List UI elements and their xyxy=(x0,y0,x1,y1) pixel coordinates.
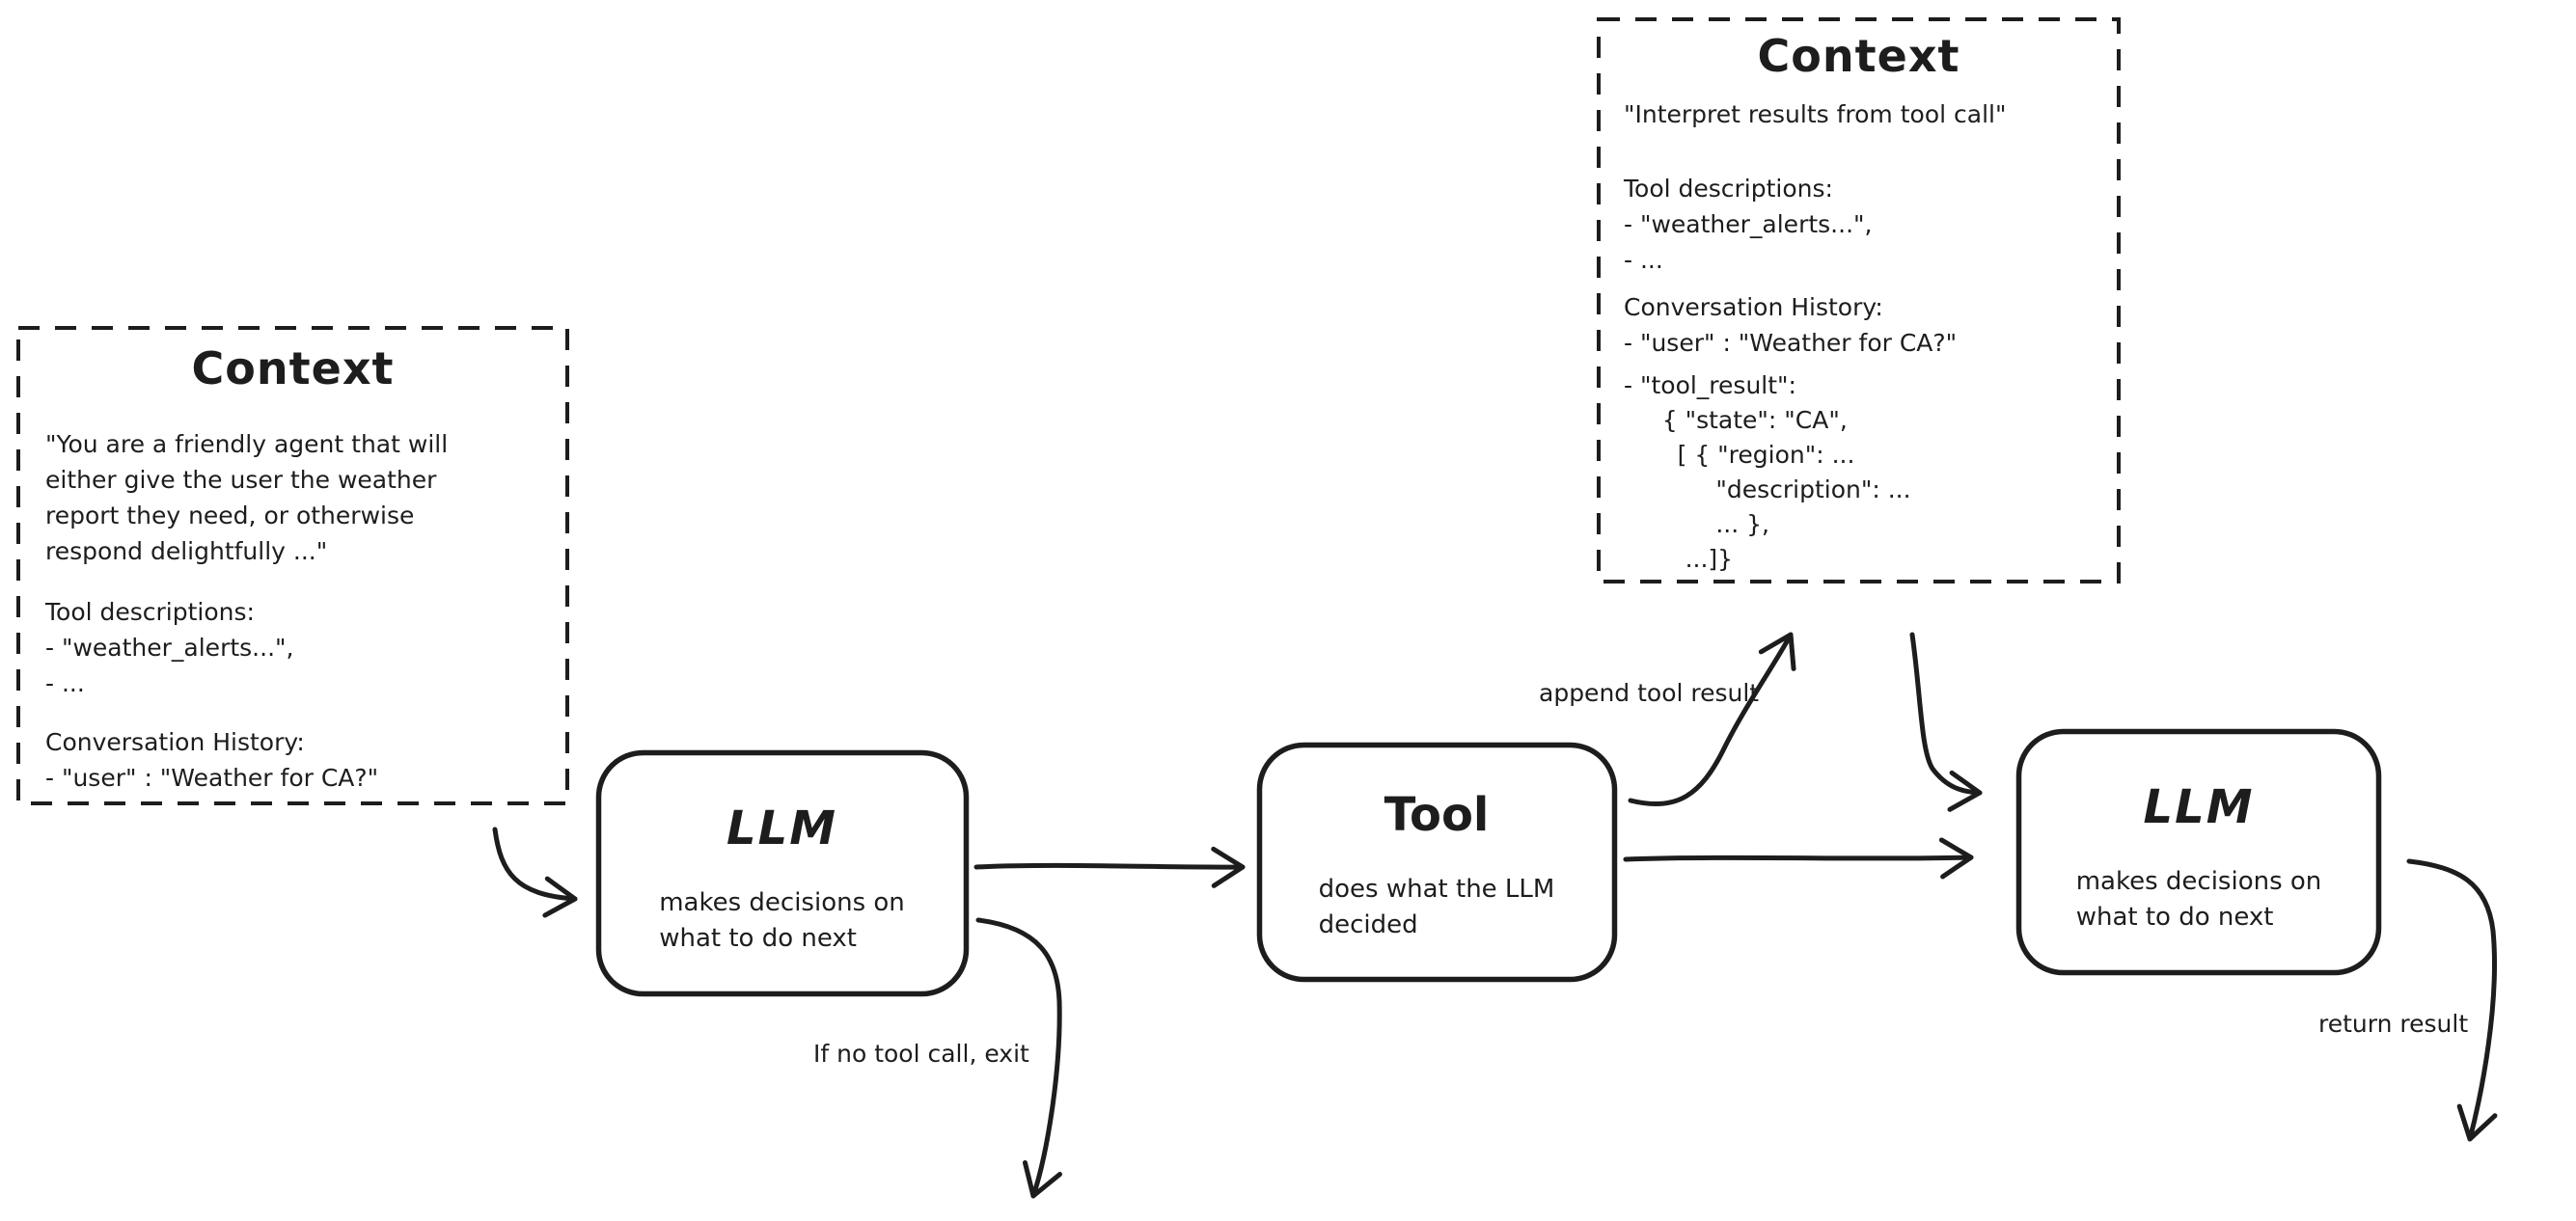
arrow-context-left-to-llm1 xyxy=(492,827,578,918)
tool-node-subtitle: does what the LLM decided xyxy=(1318,875,1555,939)
context-top-tool-descriptions: Tool descriptions: - "weather_alerts..."… xyxy=(1624,171,2094,278)
history-heading: Conversation History: xyxy=(1624,293,1883,321)
tool-description-item: - ... xyxy=(45,669,85,697)
llm1-node: LLM makes decisions on what to do next xyxy=(596,750,968,995)
tool-descriptions-heading: Tool descriptions: xyxy=(45,598,255,626)
label-no-tool-call-exit: If no tool call, exit xyxy=(813,1040,1029,1068)
label-return-result: return result xyxy=(2318,1010,2469,1038)
tool-descriptions-heading: Tool descriptions: xyxy=(1624,175,1833,203)
history-item: - "user" : "Weather for CA?" xyxy=(1624,329,1958,357)
context-top-system-prompt: "Interpret results from tool call" xyxy=(1624,100,2007,128)
tool-description-item: - "weather_alerts...", xyxy=(45,634,294,662)
arrow-context-top-to-llm2 xyxy=(1909,632,1983,812)
history-tool-result: - "tool_result": { "state": "CA", [ { "r… xyxy=(1624,371,1911,573)
context-left-tool-descriptions: Tool descriptions: - "weather_alerts..."… xyxy=(45,594,540,701)
context-left-history: Conversation History: - "user" : "Weathe… xyxy=(45,724,540,796)
context-top-title: Context xyxy=(1757,30,1960,82)
tool-description-item: - ... xyxy=(1624,246,1663,274)
arrow-tool-to-llm2 xyxy=(1623,837,1974,880)
llm1-node-subtitle: makes decisions on what to do next xyxy=(659,888,905,953)
llm2-node-subtitle: makes decisions on what to do next xyxy=(2075,867,2322,932)
arrow-tool-to-context-top xyxy=(1628,632,1796,807)
history-heading: Conversation History: xyxy=(45,728,305,756)
context-top-history: Conversation History: - "user" : "Weathe… xyxy=(1624,289,2094,361)
llm1-node-title: LLM xyxy=(726,801,837,855)
arrow-llm1-to-tool xyxy=(973,846,1246,888)
label-append-tool-result: append tool result xyxy=(1539,679,1760,707)
llm2-node-title: LLM xyxy=(2143,780,2255,834)
tool-node-title: Tool xyxy=(1384,788,1490,842)
history-item: - "user" : "Weather for CA?" xyxy=(45,764,379,792)
context-left-box: Context "You are a friendly agent that w… xyxy=(16,326,569,805)
context-left-title: Context xyxy=(191,342,395,394)
llm2-node: LLM makes decisions on what to do next xyxy=(2016,729,2381,974)
arrow-llm2-return xyxy=(2406,858,2498,1142)
tool-node: Tool does what the LLM decided xyxy=(1257,743,1616,981)
context-top-box: Context "Interpret results from tool cal… xyxy=(1597,17,2121,583)
tool-description-item: - "weather_alerts...", xyxy=(1624,210,1873,238)
context-left-system-prompt: "You are a friendly agent that will eith… xyxy=(45,430,449,565)
